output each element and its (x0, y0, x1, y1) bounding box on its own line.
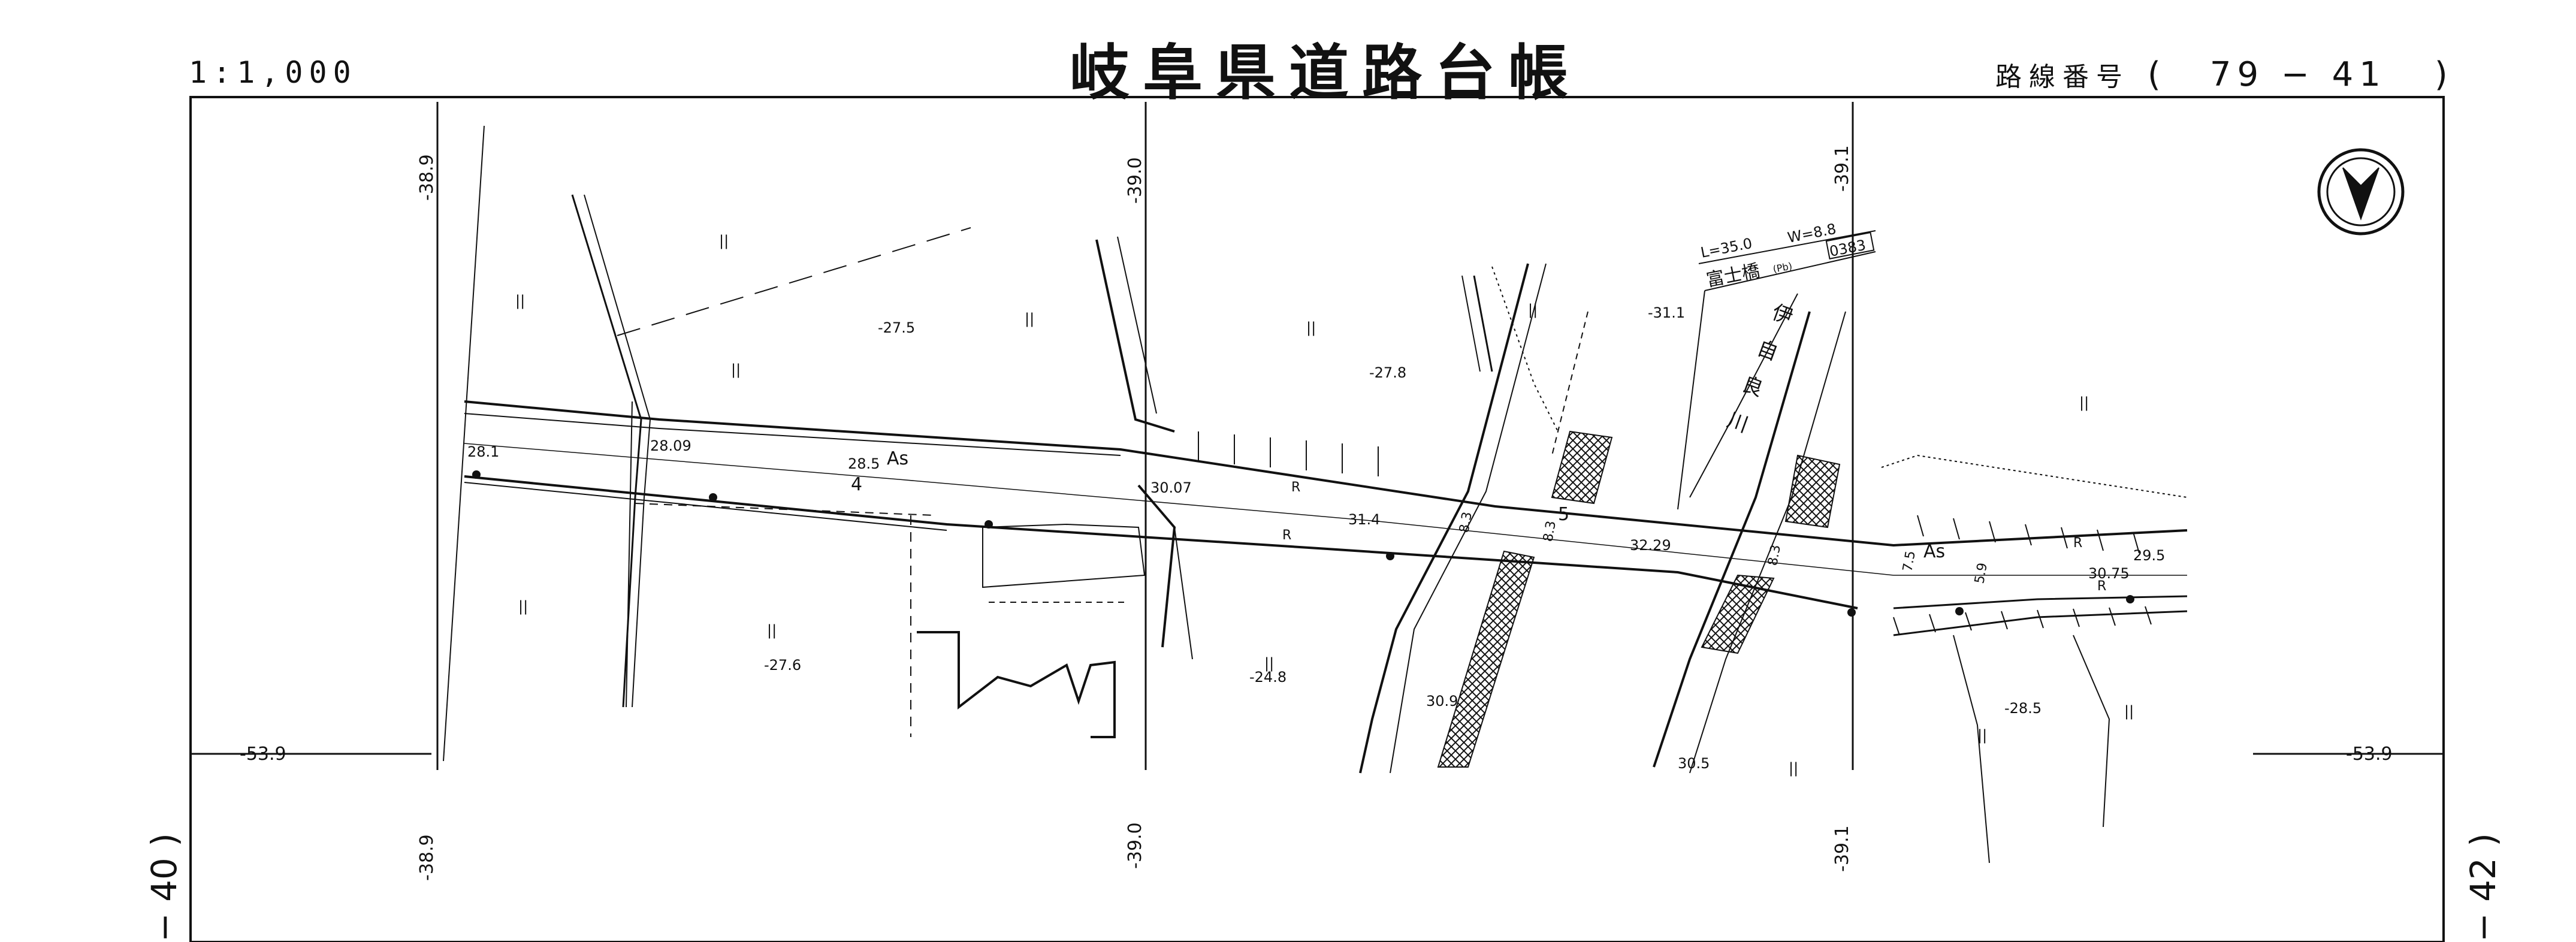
road-surface-label: As (1923, 541, 1945, 562)
grid-label-col1-top: -38.9 (416, 154, 437, 201)
grid-label-row-right: -53.9 (2346, 744, 2393, 765)
bridge-name: 富士橋 (1705, 260, 1762, 291)
grid-label-col1-bottom: -38.9 (416, 834, 437, 881)
elevation-label: -31.1 (1648, 304, 1685, 321)
road-dimension: 7.5 (1900, 550, 1919, 573)
land-use-mark: || (515, 292, 525, 309)
bridge-abutments (1437, 430, 1841, 768)
land-use-mark: || (1264, 655, 1274, 672)
road-width-label: 32.29 (1630, 537, 1671, 554)
grid-label-col2-bottom: -39.0 (1125, 822, 1146, 869)
grid-label-col3-top: -39.1 (1832, 145, 1853, 192)
route-paren-open: ( (2148, 55, 2168, 94)
land-use-mark: || (1306, 319, 1316, 336)
grid-lines (191, 102, 2444, 770)
route-number-block: 路線番号 (79 − 41) (1995, 55, 2473, 94)
bridge-annotation (1677, 230, 1876, 510)
land-use-mark: || (731, 361, 741, 378)
road-dimension: 5.9 (1972, 561, 1991, 585)
road-width-label: 31.4 (1348, 511, 1380, 528)
land-use-mark: || (1977, 727, 1987, 744)
map-frame (189, 96, 2445, 942)
road-r-marker: R (1291, 480, 1300, 495)
land-use-mark: || (518, 598, 528, 615)
land-use-mark: || (767, 622, 777, 639)
grid-label-col2-top: -39.0 (1125, 157, 1146, 204)
map-linework (443, 125, 2188, 864)
road-section-number: 5 (1558, 504, 1569, 525)
elevation-label: -27.5 (878, 319, 915, 336)
road-width-label: 30.75 (2088, 565, 2130, 582)
elevation-label: -27.8 (1369, 364, 1406, 381)
north-arrow-icon (2317, 148, 2405, 236)
road-dimension: 8.3 (1765, 544, 1784, 567)
elevation-label: 30.5 (1678, 755, 1710, 772)
road-r-marker: R (1282, 528, 1291, 543)
road-width-label: 28.5 (848, 455, 880, 472)
elevation-label: -24.8 (1249, 669, 1287, 686)
elevation-label: 30.9 (1426, 693, 1458, 709)
road-width-label: 28.09 (650, 437, 691, 454)
road-r-marker: R (2097, 579, 2106, 594)
road-width-label: 30.07 (1150, 479, 1192, 496)
road-r-marker: R (2073, 536, 2082, 551)
elevation-label: -28.5 (2004, 700, 2042, 717)
grid-label-col3-bottom: -39.1 (1832, 825, 1853, 872)
road-width-label: 29.5 (2133, 547, 2165, 564)
grid-label-row-left: -53.9 (240, 744, 286, 765)
road-surface-label: As (887, 448, 908, 469)
route-label: 路線番号 (1995, 62, 2130, 92)
route-number: 79 − 41 (2209, 55, 2387, 94)
road-section-number: 4 (851, 474, 862, 495)
road-dimension: 8.3 (1541, 520, 1559, 543)
river-name-2: 自 (1754, 336, 1781, 366)
bridge-code: (Pb) (1772, 260, 1793, 275)
bridge-length: L=35.0 (1699, 235, 1754, 261)
slope-ticks (1198, 431, 2152, 636)
land-use-mark: || (1528, 301, 1538, 318)
land-use-mark: || (1789, 760, 1798, 777)
elevation-label: -27.6 (764, 657, 801, 674)
road-dimension: 8.3 (1457, 511, 1475, 534)
map-scale: 1:1,000 (189, 55, 357, 90)
survey-points (472, 470, 2134, 617)
river-name-4: 川 (1724, 408, 1751, 437)
land-use-mark: || (719, 233, 729, 249)
land-use-mark: || (2079, 394, 2089, 411)
land-use-mark: || (1025, 310, 1034, 327)
route-paren-close: ) (2434, 55, 2455, 94)
land-use-mark: || (2124, 703, 2134, 720)
road-width-label: 28.1 (467, 443, 499, 460)
